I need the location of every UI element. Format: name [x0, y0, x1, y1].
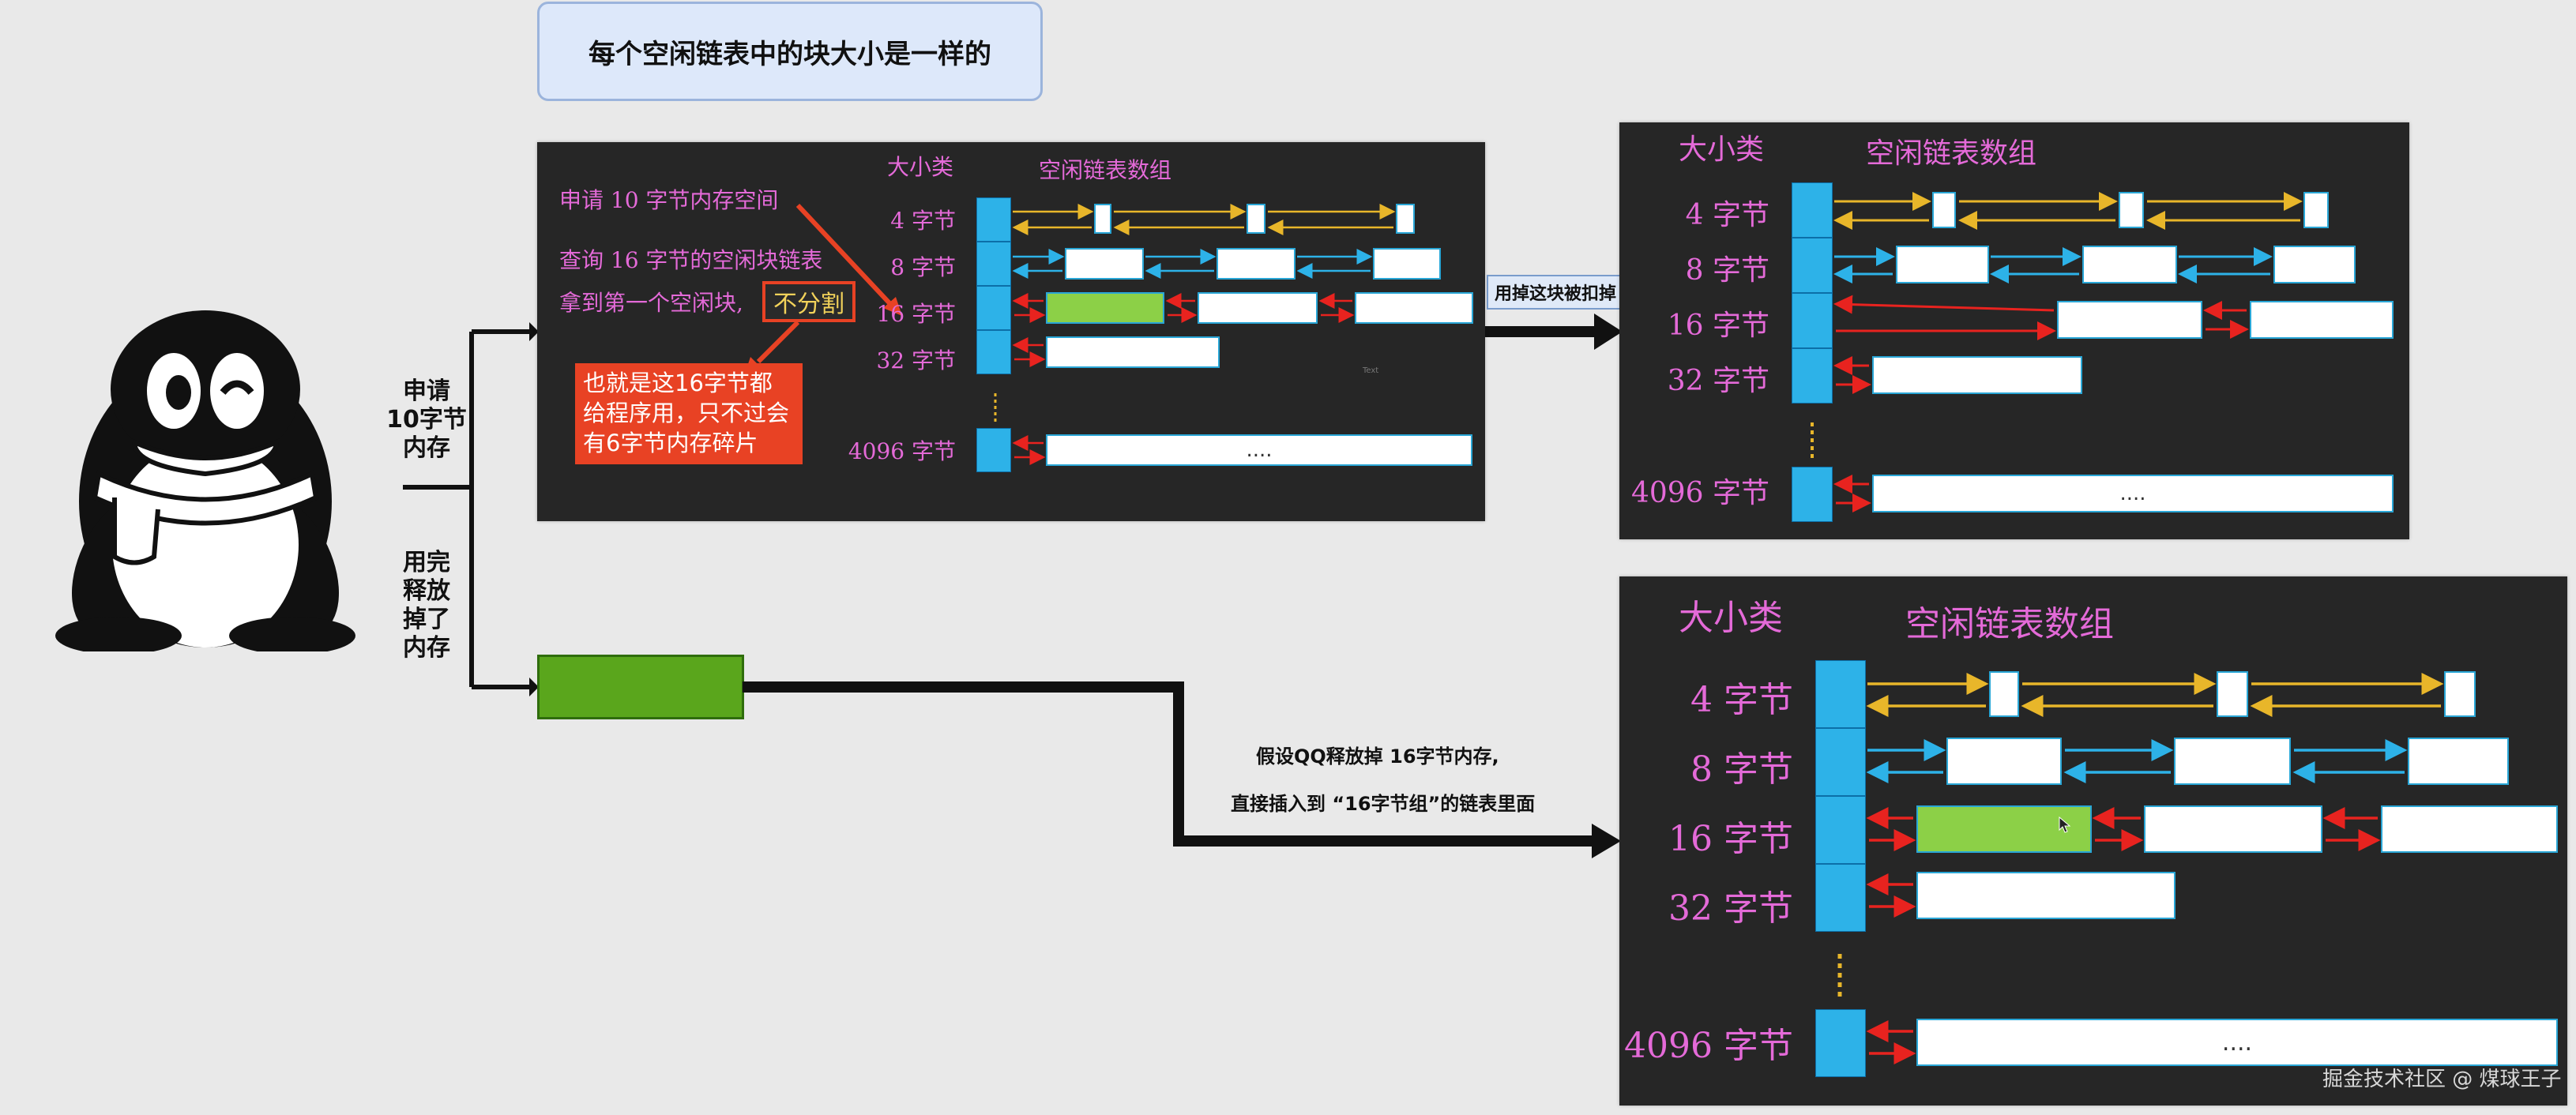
free-block-8	[1946, 738, 2062, 785]
use-callout: 用掉这块被扣掉	[1487, 275, 1625, 310]
free-block-16	[1355, 292, 1473, 324]
free-block-16	[2144, 805, 2322, 853]
step-request: 申请 10 字节内存空间	[559, 187, 779, 213]
size-class-header: 大小类	[887, 154, 954, 180]
free-block-4096: ....	[1046, 434, 1472, 466]
free-block-4	[2444, 671, 2476, 717]
size-cell-32	[976, 330, 1011, 374]
free-block-32	[1046, 336, 1220, 368]
free-block-4	[2303, 192, 2329, 228]
row-label-4: 4 字节	[1690, 680, 1793, 720]
size-cell-4096	[1815, 1009, 1866, 1077]
flow-connectors	[403, 322, 539, 696]
used-block-16	[1046, 292, 1164, 324]
watermark: 掘金技术社区 @ 煤球王子	[2322, 1068, 2562, 1091]
row-label-16: 16 字节	[1668, 819, 1793, 859]
qq-penguin-icon	[55, 310, 355, 651]
row-label-32: 32 字节	[1668, 888, 1793, 929]
diagram-title: 每个空闲链表中的块大小是一样的	[537, 2, 1043, 101]
panel-request: 大小类 空闲链表数组 申请 10 字节内存空间 查询 16 字节的空闲块链表 拿…	[537, 142, 1485, 521]
panel-after-release: 大小类 空闲链表数组 4 字节 8 字节 16 字节 32 字节 4096 字节…	[1619, 576, 2567, 1106]
row-label-4096: 4096 字节	[848, 438, 956, 464]
ellipsis-vertical	[994, 393, 997, 425]
list-links	[1833, 192, 2303, 512]
free-block-32	[1916, 872, 2175, 919]
free-block-16	[2057, 301, 2202, 339]
row-label-4096: 4096 字节	[1624, 1026, 1793, 1066]
free-block-4	[1094, 204, 1111, 234]
free-block-4	[1247, 204, 1265, 234]
step-get-block: 拿到第一个空闲块,	[559, 290, 743, 316]
free-block-4096: ....	[1916, 1019, 2558, 1066]
free-block-16	[2381, 805, 2558, 853]
size-cell-4	[1792, 182, 1833, 238]
request-label: 申请 10字节 内存	[386, 377, 467, 462]
row-label-16: 16 字节	[876, 301, 956, 327]
assume-line-1: 假设QQ释放掉 16字节内存,	[1256, 745, 1499, 768]
free-block-8	[1217, 248, 1296, 280]
free-block-4	[1989, 671, 2019, 717]
size-cell-4	[976, 197, 1011, 242]
size-cell-4096	[1792, 467, 1833, 522]
free-block-8	[2082, 246, 2177, 283]
free-block-4	[1396, 204, 1415, 234]
size-cell-8	[1815, 728, 1866, 796]
size-class-header: 大小类	[1679, 598, 1783, 638]
free-block-4	[2119, 192, 2144, 228]
list-links	[1866, 673, 2444, 1064]
cursor-icon	[2059, 817, 2071, 833]
free-block-16	[2250, 301, 2394, 339]
free-block-32	[1872, 356, 2082, 394]
size-class-header: 大小类	[1679, 133, 1765, 166]
free-block-8	[2273, 246, 2356, 283]
row-label-16: 16 字节	[1667, 310, 1769, 342]
free-block-16	[1198, 292, 1318, 324]
row-label-8: 8 字节	[890, 254, 956, 280]
size-cell-16	[1815, 796, 1866, 864]
free-block-8	[1896, 246, 1989, 283]
row-label-8: 8 字节	[1690, 749, 1793, 790]
size-cell-4096	[976, 428, 1011, 472]
free-block-8	[2408, 738, 2509, 785]
released-block	[537, 655, 744, 719]
row-label-32: 32 字节	[876, 347, 956, 374]
release-label: 用完 释放 掉了 内存	[403, 549, 450, 662]
free-block-4	[1932, 192, 1956, 228]
ellipsis-vertical	[1811, 422, 1814, 462]
fragment-note: 也就是这16字节都给程序用，只不过会有6字节内存碎片	[575, 363, 803, 464]
list-links	[1012, 204, 1396, 465]
step-query: 查询 16 字节的空闲块链表	[559, 247, 823, 273]
free-block-8	[1373, 248, 1441, 280]
release-arrow	[743, 681, 1621, 858]
released-block-16	[1916, 805, 2092, 853]
row-label-4: 4 字节	[1685, 199, 1769, 231]
free-block-4096: ....	[1872, 475, 2394, 512]
ellipsis-vertical	[1837, 954, 1842, 1001]
size-cell-16	[1792, 293, 1833, 348]
free-list-header: 空闲链表数组	[1039, 157, 1172, 183]
row-label-4: 4 字节	[890, 208, 956, 234]
row-label-32: 32 字节	[1667, 365, 1769, 397]
no-split-badge: 不分割	[762, 281, 856, 322]
free-block-8	[1065, 248, 1144, 280]
assume-line-2: 直接插入到 “16字节组”的链表里面	[1231, 793, 1536, 815]
size-cell-8	[976, 242, 1011, 286]
row-label-4096: 4096 字节	[1630, 477, 1769, 509]
free-block-4	[2217, 671, 2248, 717]
size-cell-32	[1792, 348, 1833, 404]
size-cell-8	[1792, 238, 1833, 293]
size-cell-16	[976, 286, 1011, 330]
size-cell-4	[1815, 660, 1866, 728]
row-label-8: 8 字节	[1685, 254, 1769, 287]
free-block-8	[2174, 738, 2291, 785]
panel-after-use: 大小类 空闲链表数组 4 字节 8 字节 16 字节 32 字节 4096 字节…	[1619, 122, 2409, 539]
free-list-header: 空闲链表数组	[1905, 604, 2114, 644]
free-list-header: 空闲链表数组	[1866, 137, 2037, 170]
size-cell-32	[1815, 864, 1866, 932]
use-arrow	[1484, 313, 1623, 350]
tiny-text: Text	[1363, 366, 1379, 375]
